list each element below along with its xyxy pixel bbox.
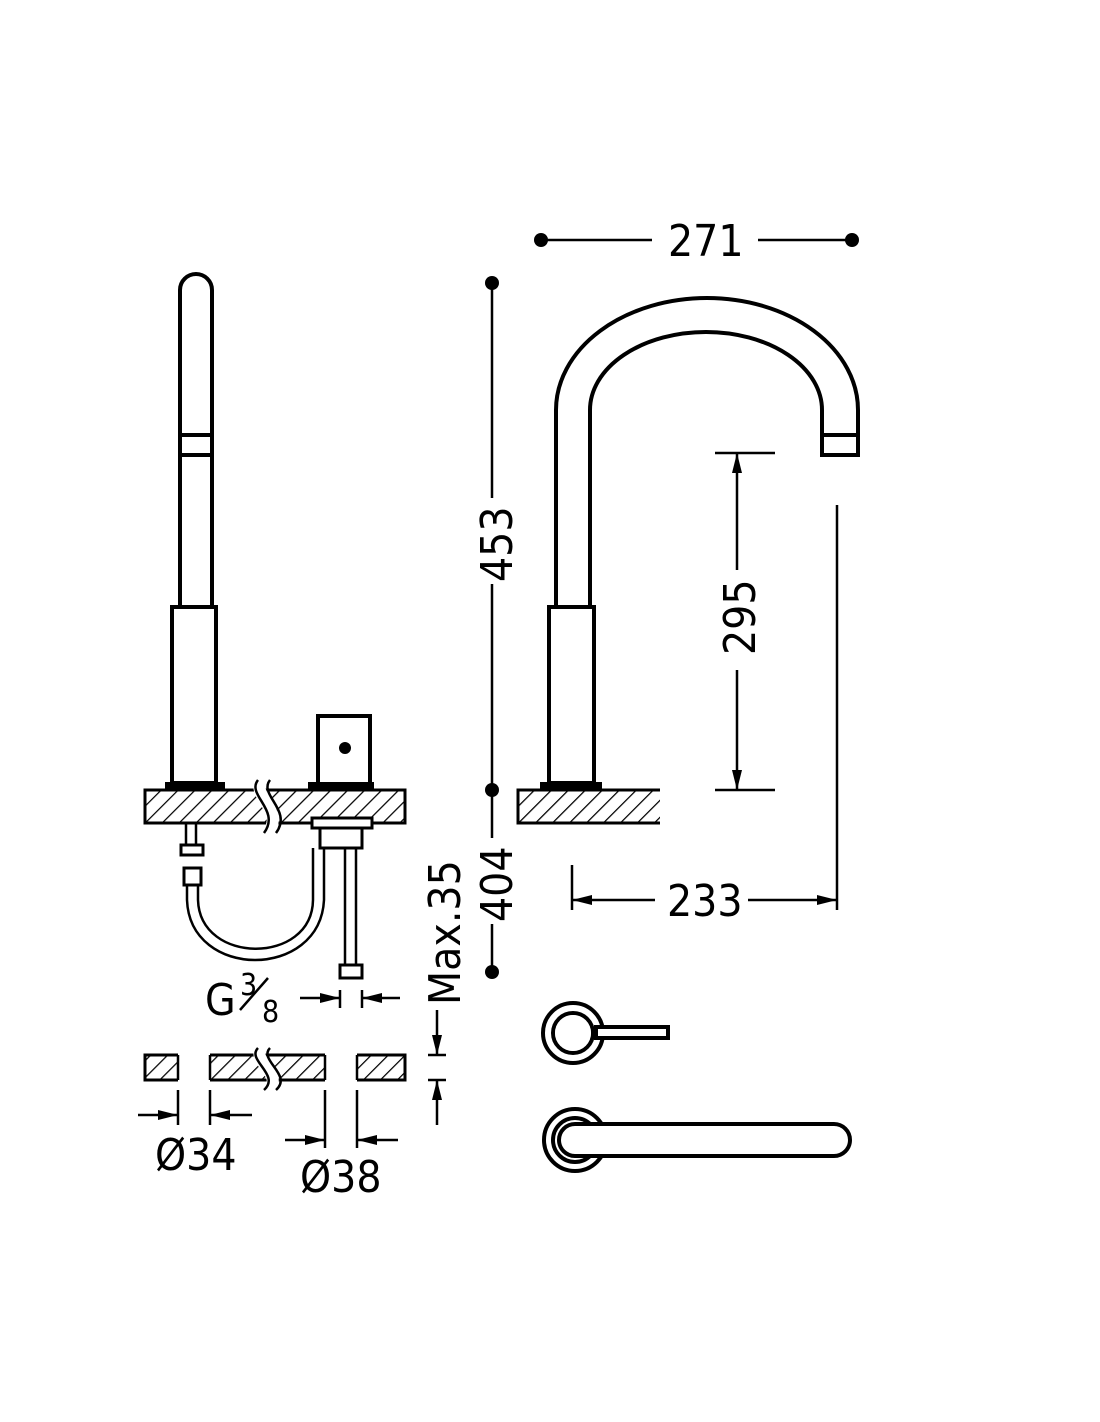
spout-height-dimension: 295	[715, 451, 775, 792]
spout-reach-label: 233	[667, 876, 743, 927]
hole-large-label: Ø38	[300, 1152, 382, 1203]
max-thickness-dimension: Max.35	[420, 860, 471, 1125]
height-dimension: 453 404	[472, 276, 523, 979]
width-dimension: 271	[534, 216, 859, 267]
width-top-label: 271	[668, 216, 744, 267]
spout-reach-dimension: 233	[570, 505, 839, 927]
height-total-label: 453	[472, 506, 523, 582]
svg-text:3: 3	[240, 968, 257, 1003]
svg-text:G: G	[205, 975, 236, 1026]
hoses	[179, 816, 374, 980]
hole-small-label: Ø34	[155, 1130, 237, 1181]
thread-dimension: G 3 8	[205, 968, 400, 1030]
top-view-spout	[542, 1107, 852, 1173]
spout-height-label: 295	[715, 579, 766, 655]
side-view-spout	[516, 296, 860, 826]
svg-text:8: 8	[262, 995, 279, 1030]
below-counter-label: 404	[472, 846, 523, 922]
side-view-lever	[165, 272, 374, 790]
svg-text:Max.35: Max.35	[420, 860, 471, 1005]
top-view-lever	[541, 1001, 670, 1065]
mounting-holes-section: Ø34 Ø38	[138, 1043, 407, 1203]
